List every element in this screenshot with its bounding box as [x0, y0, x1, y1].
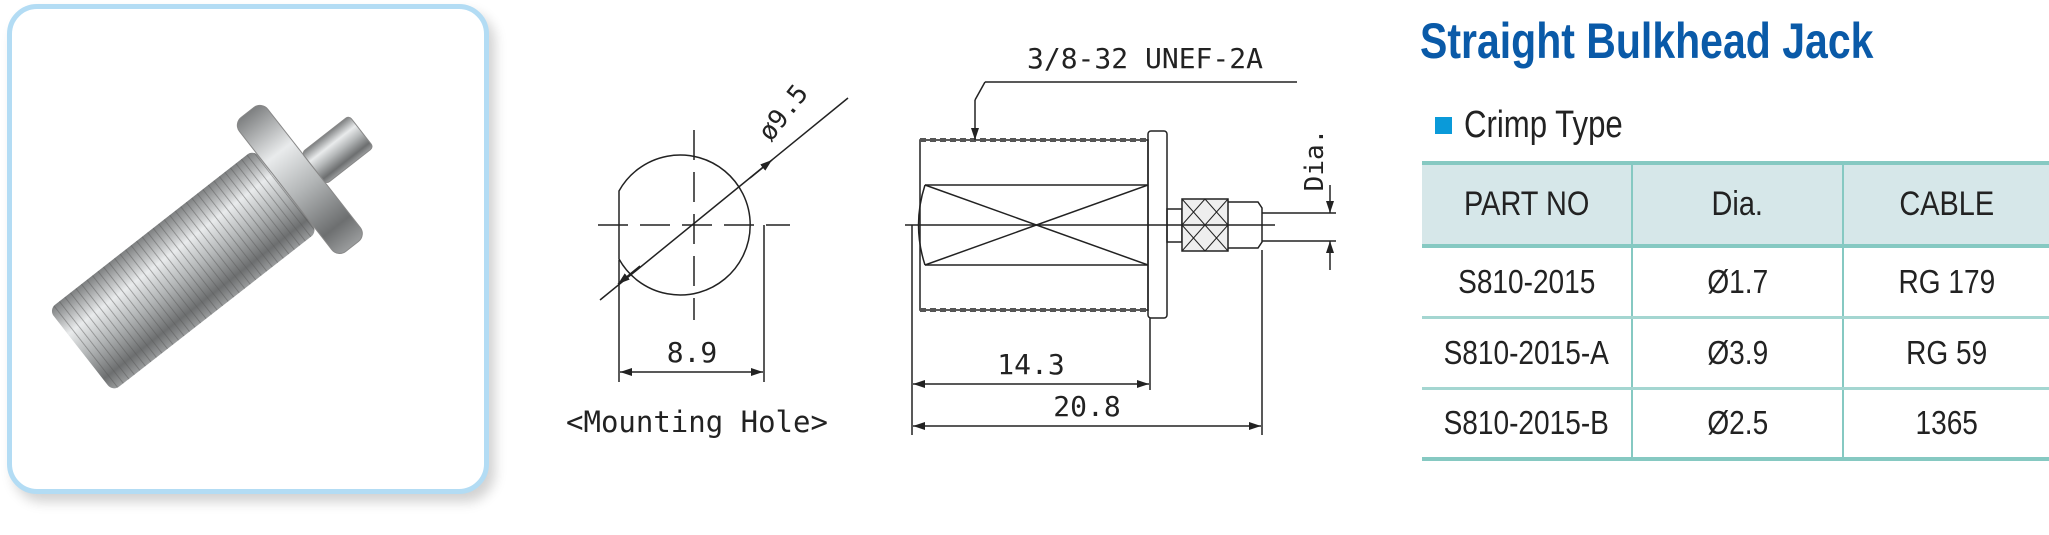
- section-heading-text: Crimp Type: [1464, 104, 1623, 146]
- hole-diameter-label: ø9.5: [753, 79, 815, 147]
- header-part-no: PART NO: [1422, 163, 1633, 246]
- mounting-hole-label: <Mounting Hole>: [566, 405, 828, 439]
- cell-cable: RG 59: [1842, 317, 2049, 388]
- section-heading: Crimp Type: [1435, 104, 1658, 147]
- cell-dia: Ø2.5: [1631, 388, 1844, 459]
- connector-side-view: 3/8-32 UNEF-2A Dia. 14.3 20.8: [905, 42, 1336, 435]
- header-dia: Dia.: [1631, 163, 1844, 246]
- table-header-row: PART NO Dia. CABLE: [1422, 163, 2049, 246]
- diameter-leader: [599, 97, 849, 301]
- product-photo: [7, 4, 489, 494]
- overall-length-label: 20.8: [1053, 390, 1120, 423]
- mounting-hole-view: ø9.5 8.9 <Mounting Hole>: [566, 79, 849, 439]
- mounting-hole-outline: [618, 154, 751, 296]
- parts-table: PART NO Dia. CABLE S810-2015 Ø1.7 RG 179…: [1422, 161, 2049, 461]
- square-bullet-icon: [1435, 117, 1452, 134]
- body-length-label: 14.3: [997, 348, 1064, 381]
- cell-dia: Ø1.7: [1631, 246, 1844, 317]
- cell-cable: 1365: [1842, 388, 2049, 459]
- dia-label: Dia.: [1300, 129, 1330, 192]
- thread-spec-label: 3/8-32 UNEF-2A: [1027, 42, 1263, 75]
- cell-part-no: S810-2015-B: [1422, 388, 1633, 459]
- cell-dia: Ø3.9: [1631, 317, 1844, 388]
- cell-part-no: S810-2015: [1422, 246, 1633, 317]
- hole-width-label: 8.9: [667, 336, 718, 369]
- cell-part-no: S810-2015-A: [1422, 317, 1633, 388]
- cell-cable: RG 179: [1842, 246, 2049, 317]
- table-row: S810-2015-A Ø3.9 RG 59: [1422, 317, 2049, 388]
- table-row: S810-2015 Ø1.7 RG 179: [1422, 246, 2049, 317]
- connector-photo-illustration: [51, 104, 373, 389]
- header-cable: CABLE: [1842, 163, 2049, 246]
- table-row: S810-2015-B Ø2.5 1365: [1422, 388, 2049, 459]
- page-title: Straight Bulkhead Jack: [1420, 13, 1874, 69]
